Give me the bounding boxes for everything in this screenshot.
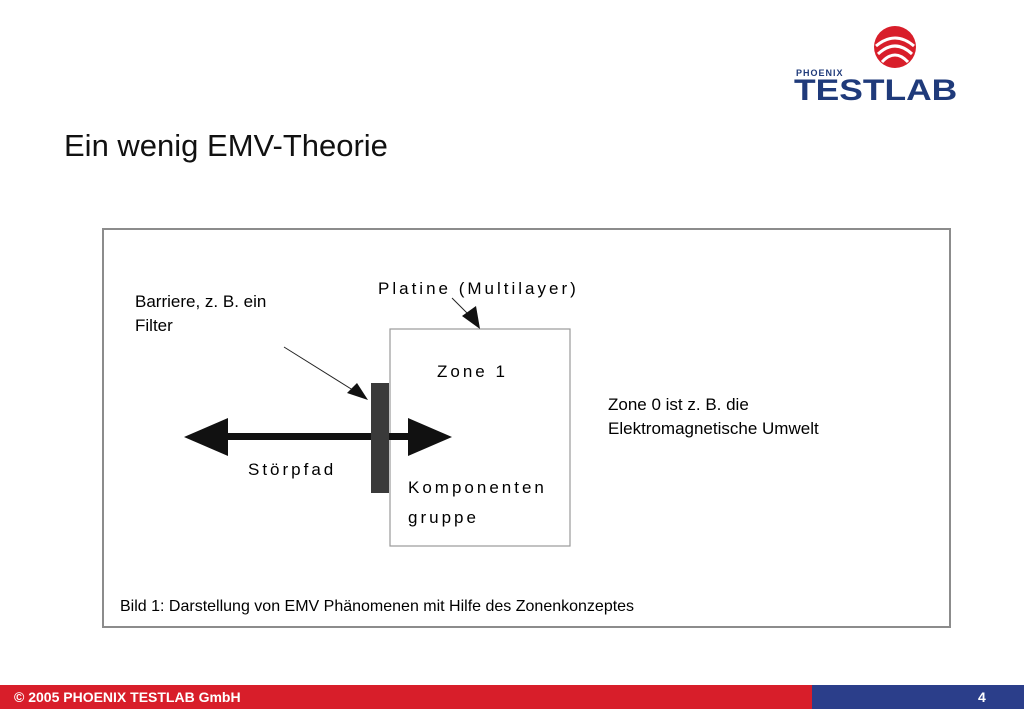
zone1-label: Zone 1 (437, 362, 508, 381)
barrier-pointer-line (283, 346, 357, 393)
platine-pointer-arrowhead (462, 306, 480, 329)
left-arrowhead (184, 418, 228, 456)
zone0-label-line2: Elektromagnetische Umwelt (608, 419, 819, 438)
page-title: Ein wenig EMV-Theorie (64, 128, 388, 163)
figure-caption: Bild 1: Darstellung von EMV Phänomenen m… (120, 598, 635, 615)
logo-small-text: PHOENIX (796, 68, 844, 78)
component-label-line1: Komponenten (408, 478, 547, 497)
platine-label: Platine (Multilayer) (378, 279, 579, 298)
barrier-bar (371, 383, 389, 493)
page-number: 4 (978, 689, 986, 705)
zone0-label-line1: Zone 0 ist z. B. die (608, 395, 749, 414)
component-label-line2: gruppe (408, 508, 479, 527)
footer-copyright: © 2005 PHOENIX TESTLAB GmbH (14, 689, 241, 705)
barrier-label-line1: Barriere, z. B. ein (135, 292, 267, 311)
barrier-pointer-arrowhead (347, 383, 368, 400)
footer-blue-bar (812, 685, 1024, 709)
logo-mark-icon (874, 26, 916, 68)
phoenix-testlab-logo: PHOENIX TESTLAB (792, 24, 988, 107)
footer-red-bar (0, 685, 812, 709)
stoerpfad-path (220, 433, 412, 440)
stoerpfad-label: Störpfad (248, 460, 337, 479)
diagram-frame (102, 228, 951, 628)
logo-big-text: TESTLAB (794, 74, 958, 107)
right-arrowhead (408, 418, 452, 456)
barrier-label-line2: Filter (135, 316, 173, 335)
